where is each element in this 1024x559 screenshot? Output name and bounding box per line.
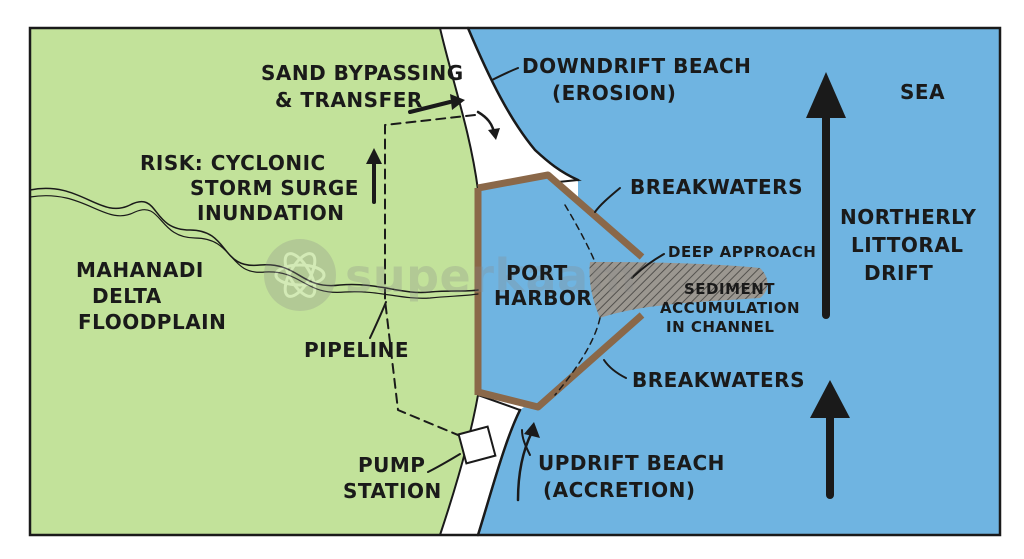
label-line: IN CHANNEL bbox=[666, 318, 774, 336]
label-line: STATION bbox=[343, 479, 442, 503]
label-port-harbor: PORT HARBOR bbox=[494, 261, 592, 310]
leader-updrift bbox=[521, 429, 531, 456]
channel-edge bbox=[564, 204, 596, 263]
label-line: RISK: CYCLONIC bbox=[140, 151, 326, 175]
label-line: PUMP bbox=[358, 453, 425, 477]
label-sediment: SEDIMENT ACCUMULATION IN CHANNEL bbox=[660, 280, 800, 336]
watermark-text: superkaam bbox=[345, 249, 637, 303]
leader-pump bbox=[427, 453, 461, 473]
label-line: PORT bbox=[506, 261, 568, 285]
drift-arrowhead-bottom-icon bbox=[810, 380, 850, 418]
leader-pipeline bbox=[369, 301, 387, 339]
breakwater-south bbox=[477, 312, 645, 411]
label-pump-station: PUMP STATION bbox=[343, 453, 442, 503]
river bbox=[29, 187, 479, 294]
watermark: superkaam bbox=[264, 239, 637, 311]
bypass-arrowhead-icon bbox=[450, 94, 465, 110]
label-line: DELTA bbox=[92, 284, 162, 308]
label-line: UPDRIFT BEACH bbox=[538, 451, 725, 475]
label-line: SEDIMENT bbox=[684, 280, 775, 298]
label-line: SAND BYPASSING bbox=[261, 61, 464, 85]
river-bank bbox=[29, 195, 479, 299]
label-line: & TRANSFER bbox=[275, 88, 423, 112]
leader-deep-approach bbox=[631, 253, 665, 279]
pipeline-route bbox=[384, 114, 476, 441]
label-breakwaters-bottom: BREAKWATERS bbox=[632, 368, 805, 392]
updrift-arrowhead-icon bbox=[524, 422, 540, 438]
label-line: DRIFT bbox=[864, 261, 933, 285]
leader-breakwaters-bottom bbox=[603, 359, 627, 379]
label-floodplain: MAHANADI DELTA FLOODPLAIN bbox=[76, 258, 226, 334]
drift-arrowhead-large-icon bbox=[806, 72, 846, 118]
label-line: (EROSION) bbox=[552, 81, 676, 105]
label-northerly-drift: NORTHERLY LITTORAL DRIFT bbox=[840, 205, 976, 285]
label-updrift-beach: UPDRIFT BEACH (ACCRETION) bbox=[538, 451, 725, 502]
label-line: DOWNDRIFT BEACH bbox=[522, 54, 751, 78]
label-line: INUNDATION bbox=[197, 201, 345, 225]
label-line: ACCUMULATION bbox=[660, 299, 800, 317]
watermark-logo-icon bbox=[264, 239, 336, 311]
label-breakwaters-top: BREAKWATERS bbox=[630, 175, 803, 199]
updrift-arrow-icon bbox=[516, 430, 534, 502]
label-risk: RISK: CYCLONIC STORM SURGE INUNDATION bbox=[140, 151, 359, 225]
up-arrowhead-small-icon bbox=[366, 148, 382, 164]
pump-station-box bbox=[457, 425, 497, 465]
land-region bbox=[30, 28, 478, 535]
breakwater-north bbox=[474, 171, 645, 395]
label-line: NORTHERLY bbox=[840, 205, 976, 229]
label-line: FLOODPLAIN bbox=[78, 310, 226, 334]
harbor-basin bbox=[478, 175, 640, 405]
coastline bbox=[466, 26, 580, 182]
label-deep-approach: DEEP APPROACH bbox=[668, 243, 816, 261]
coastline bbox=[476, 408, 522, 537]
label-sea: SEA bbox=[900, 80, 945, 104]
label-line: HARBOR bbox=[494, 286, 592, 310]
channel-edge bbox=[554, 317, 601, 396]
leader-downdrift bbox=[491, 67, 519, 81]
curved-arrowhead-icon bbox=[488, 128, 500, 140]
label-sand-bypassing: SAND BYPASSING & TRANSFER bbox=[261, 61, 464, 112]
label-line: MAHANADI bbox=[76, 258, 204, 282]
leader-breakwaters-top bbox=[594, 187, 621, 213]
label-line: LITTORAL bbox=[851, 233, 964, 257]
bypass-arrow-icon bbox=[408, 100, 452, 114]
label-downdrift-beach: DOWNDRIFT BEACH (EROSION) bbox=[522, 54, 751, 105]
label-line: (ACCRETION) bbox=[543, 478, 696, 502]
diagram-frame bbox=[28, 26, 1002, 537]
label-pipeline: PIPELINE bbox=[304, 338, 409, 362]
label-line: STORM SURGE bbox=[190, 176, 359, 200]
